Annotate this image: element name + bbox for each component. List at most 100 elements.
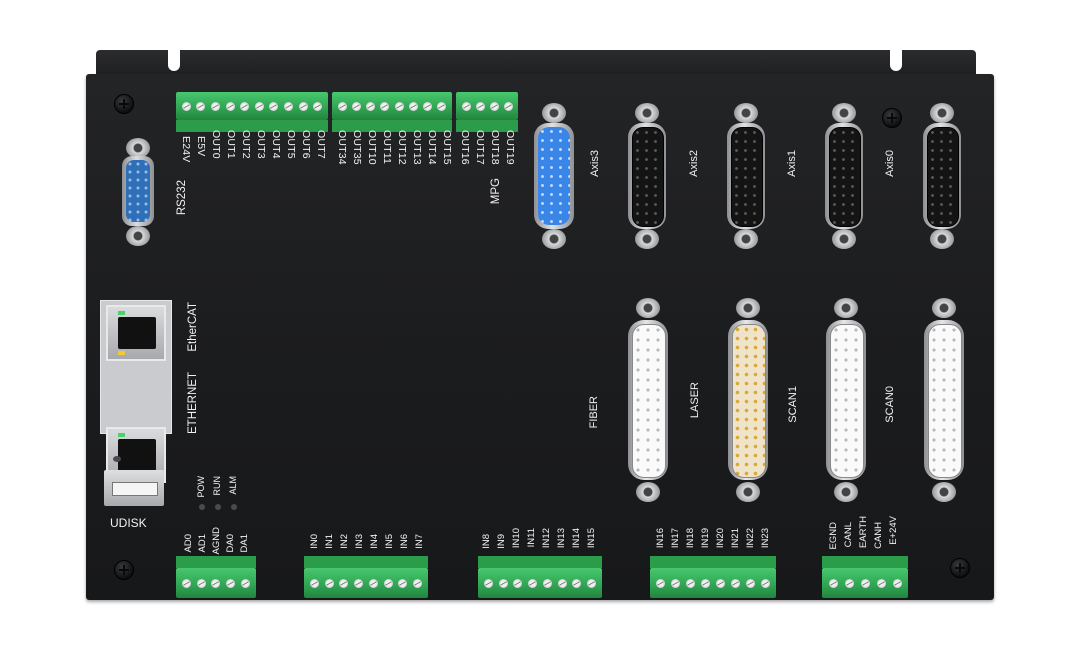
db25-shell	[728, 320, 768, 480]
terminal-screw[interactable]	[746, 578, 755, 588]
terminal-screw[interactable]	[572, 578, 582, 588]
terminal-label: CANL	[843, 522, 854, 548]
terminal-block-in16-23[interactable]	[650, 568, 776, 598]
terminal-screw[interactable]	[528, 578, 538, 588]
terminal-label: IN19	[700, 528, 711, 549]
terminal-screw[interactable]	[211, 578, 221, 588]
alm-led	[231, 504, 237, 510]
terminal-screw[interactable]	[337, 101, 347, 111]
terminal-screw[interactable]	[383, 578, 393, 588]
terminal-screw[interactable]	[225, 101, 235, 111]
terminal-screw[interactable]	[498, 578, 508, 588]
terminal-label: OUT11	[381, 130, 393, 165]
terminal-label: IN17	[670, 528, 681, 549]
terminal-screw[interactable]	[701, 578, 710, 588]
hd-connector-shell	[628, 123, 666, 229]
terminal-screw[interactable]	[475, 101, 485, 111]
terminal-screw[interactable]	[398, 578, 408, 588]
terminal-screw[interactable]	[542, 578, 552, 588]
usb-port[interactable]	[104, 470, 164, 506]
terminal-block-outputs-1[interactable]	[176, 92, 328, 120]
terminal-screw[interactable]	[461, 101, 471, 111]
terminal-screw[interactable]	[828, 578, 838, 588]
jack-post	[932, 482, 956, 502]
terminal-label: IN13	[556, 528, 567, 549]
terminal-screw[interactable]	[876, 578, 886, 588]
terminal-label: OUT4	[270, 130, 282, 159]
terminal-screw[interactable]	[196, 578, 206, 588]
terminal-screw[interactable]	[339, 578, 349, 588]
terminal-label: OUT10	[366, 130, 378, 165]
terminal-screw[interactable]	[413, 578, 423, 588]
laser-port[interactable]	[726, 298, 770, 508]
jack-post	[126, 226, 150, 246]
terminal-screw[interactable]	[656, 578, 665, 588]
terminal-screw[interactable]	[240, 101, 250, 111]
terminal-screw[interactable]	[196, 101, 206, 111]
terminal-screw[interactable]	[892, 578, 902, 588]
terminal-block-outputs-3[interactable]	[456, 92, 518, 120]
jack-post	[636, 482, 660, 502]
terminal-screw[interactable]	[226, 578, 236, 588]
db25-insert	[830, 324, 864, 478]
terminal-screw[interactable]	[351, 101, 361, 111]
terminal-screw[interactable]	[587, 578, 597, 588]
ethercat-port[interactable]	[106, 305, 166, 361]
terminal-label: IN21	[730, 528, 741, 549]
terminal-screw[interactable]	[716, 578, 725, 588]
terminal-label: AGND	[211, 527, 222, 555]
terminal-screw[interactable]	[860, 578, 870, 588]
terminal-screw[interactable]	[844, 578, 854, 588]
link-led	[118, 311, 125, 315]
led-label-alm: ALM	[228, 476, 238, 495]
terminal-screw[interactable]	[423, 101, 433, 111]
scan1-port[interactable]	[824, 298, 868, 508]
terminal-screw[interactable]	[366, 101, 376, 111]
axis3-port[interactable]	[534, 103, 574, 253]
terminal-screw[interactable]	[686, 578, 695, 588]
terminal-screw[interactable]	[283, 101, 293, 111]
mounting-slot-right	[890, 49, 902, 71]
terminal-label: IN23	[760, 528, 771, 549]
terminal-block-analog[interactable]	[176, 568, 256, 598]
pow-led	[199, 504, 205, 510]
axis1-port[interactable]	[726, 103, 766, 253]
hd-connector-extra[interactable]	[922, 103, 962, 253]
terminal-screw[interactable]	[380, 101, 390, 111]
terminal-screw[interactable]	[731, 578, 740, 588]
terminal-block-can[interactable]	[822, 568, 908, 598]
terminal-block-in8-15[interactable]	[478, 568, 602, 598]
axis2-port[interactable]	[627, 103, 667, 253]
axis0-port[interactable]	[824, 103, 864, 253]
terminal-screw[interactable]	[761, 578, 770, 588]
terminal-screw[interactable]	[181, 578, 191, 588]
terminal-screw[interactable]	[503, 101, 513, 111]
screw-icon	[950, 558, 970, 578]
terminal-screw[interactable]	[368, 578, 378, 588]
scan0-port[interactable]	[922, 298, 966, 508]
terminal-screw[interactable]	[324, 578, 334, 588]
terminal-screw[interactable]	[394, 101, 404, 111]
terminal-screw[interactable]	[437, 101, 447, 111]
terminal-label: IN3	[354, 534, 365, 549]
terminal-screw[interactable]	[181, 101, 191, 111]
terminal-screw[interactable]	[557, 578, 567, 588]
terminal-screw[interactable]	[210, 101, 220, 111]
led-label-pow: POW	[196, 476, 206, 498]
terminal-screw[interactable]	[254, 101, 264, 111]
terminal-block-outputs-2[interactable]	[332, 92, 452, 120]
terminal-screw[interactable]	[313, 101, 323, 111]
terminal-screw[interactable]	[483, 578, 493, 588]
terminal-screw[interactable]	[298, 101, 308, 111]
terminal-screw[interactable]	[269, 101, 279, 111]
terminal-screw[interactable]	[513, 578, 523, 588]
terminal-screw[interactable]	[309, 578, 319, 588]
terminal-screw[interactable]	[241, 578, 251, 588]
fiber-port[interactable]	[626, 298, 670, 508]
terminal-screw[interactable]	[671, 578, 680, 588]
terminal-screw[interactable]	[489, 101, 499, 111]
hd-connector-shell	[923, 123, 961, 229]
terminal-block-in0-7[interactable]	[304, 568, 428, 598]
terminal-screw[interactable]	[354, 578, 364, 588]
terminal-screw[interactable]	[408, 101, 418, 111]
